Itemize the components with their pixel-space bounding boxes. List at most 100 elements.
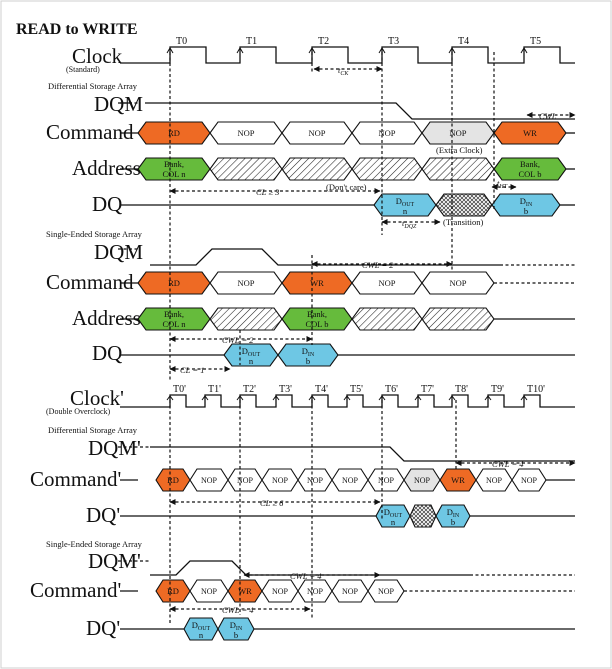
- clock2-edge-arrow-8: [448, 395, 456, 401]
- addr2-bank-b-text-0: Bank,: [307, 309, 327, 319]
- cmd2-wr-text: WR: [310, 278, 324, 288]
- dq1-transition: [435, 193, 493, 217]
- clock-tick-5: T5: [530, 36, 541, 47]
- cmd3-cell-3: NOP: [261, 468, 299, 492]
- label-clock2: Clock': [70, 386, 124, 410]
- clock2-tick-3: T3': [279, 384, 292, 395]
- clock2-tick-5: T5': [350, 384, 363, 395]
- cmd1-nop-2: NOP: [281, 121, 353, 145]
- dq1-din-text: DIN: [520, 196, 533, 208]
- cmd2-rd: RD: [137, 271, 211, 295]
- cmd3-cell-1: NOP: [189, 468, 229, 492]
- cmd2-wr: WR: [281, 271, 353, 295]
- addr2-bank-n-text-0: Bank,: [164, 309, 184, 319]
- dq3-din-index: b: [451, 517, 455, 527]
- cmd3-cell-5-text: NOP: [342, 476, 359, 485]
- extra-clock-label: (Extra Clock): [436, 145, 483, 155]
- cmd1-nop-extra: NOP: [421, 121, 495, 145]
- label-dqm-4: DQM': [88, 549, 141, 573]
- label-command-2: Command: [46, 270, 134, 294]
- clock2-edge-arrow-7: [414, 395, 422, 401]
- dq1-din-index: b: [524, 206, 528, 216]
- clock2-tick-7: T7': [421, 384, 434, 395]
- label-clock-sub: (Standard): [66, 65, 100, 74]
- label-clock: Clock: [72, 44, 123, 68]
- cmd3-cell-7: NOP: [403, 468, 441, 492]
- addr1-hatch-2: [281, 157, 353, 181]
- cmd1-nop-3-text: NOP: [378, 128, 395, 138]
- tht-label: tHT: [497, 178, 508, 190]
- cmd1-nop-1-text: NOP: [237, 128, 254, 138]
- dqm-1-waveform: [120, 102, 575, 120]
- label-address-2: Address: [72, 306, 141, 330]
- cmd4-cell-6-text: NOP: [378, 587, 395, 596]
- label-command-3: Command': [30, 467, 121, 491]
- clock-double-waveform: [120, 394, 575, 408]
- label-dqm-1: DQM: [94, 92, 143, 116]
- cmd3-cell-6-text: NOP: [378, 476, 395, 485]
- cmd2-nop-2: NOP: [351, 271, 423, 295]
- cmd1-nop-extra-text: NOP: [449, 128, 466, 138]
- dq2-din-text: DIN: [302, 346, 315, 358]
- addr1-bank-b: Bank,COL b: [493, 157, 567, 181]
- dq2-dout-text: DOUT: [242, 346, 261, 358]
- cmd1-wr-text: WR: [523, 128, 537, 138]
- cmd4-cell-5: NOP: [331, 579, 369, 603]
- cwl4-label-top: CWL = 4: [492, 459, 524, 469]
- cmd4-cell-1: NOP: [189, 579, 229, 603]
- cmd2-nop-2-text: NOP: [378, 278, 395, 288]
- cmd4-cell-2-text: WR: [238, 586, 252, 596]
- tdqz-label: tDQZ: [402, 218, 417, 230]
- cmd4-cell-2: WR: [227, 579, 263, 603]
- addr1-hatch-4: [421, 157, 495, 181]
- clock2-edge-arrow-3: [272, 395, 280, 401]
- addr2-bank-b: Bank,COL b: [281, 307, 353, 331]
- cwl2-label-bottom: CWL = 2: [222, 335, 254, 345]
- addr2-hatch-2: [351, 307, 423, 331]
- dq3-dout-index: n: [391, 517, 396, 527]
- clock-tick-1: T1: [246, 36, 257, 47]
- clock2-edge-arrow-0: [166, 395, 174, 401]
- cmd4-cell-3-text: NOP: [272, 587, 289, 596]
- label-diff-array-1: Differential Storage Array: [48, 81, 138, 91]
- clock2-edge-arrow-5: [343, 395, 351, 401]
- dqm-1-cwl-label: CWL: [539, 111, 557, 121]
- label-dqm-3: DQM': [88, 436, 141, 460]
- addr1-bank-b-text-0: Bank,: [520, 159, 540, 169]
- clock-standard-waveform: [120, 46, 575, 64]
- cmd3-cell-8: WR: [439, 468, 477, 492]
- label-dq-3: DQ': [86, 503, 120, 527]
- clock2-tick-0: T0': [173, 384, 186, 395]
- tck-label: tCK: [338, 65, 349, 77]
- clock2-tick-9: T9': [491, 384, 504, 395]
- clock-edge-arrow-2: [308, 47, 316, 54]
- cmd3-cell-6: NOP: [367, 468, 405, 492]
- cmd3-cell-2: NOP: [227, 468, 263, 492]
- cmd4-cell-4-text: NOP: [307, 587, 324, 596]
- dq1-dout-text: DOUT: [396, 196, 415, 208]
- cmd3-cell-9-text: NOP: [486, 476, 503, 485]
- label-clock2-sub: (Double Overclock): [46, 407, 111, 416]
- clock-edge-arrow-4: [448, 47, 456, 54]
- label-diff-array-2: Differential Storage Array: [48, 425, 138, 435]
- cmd1-rd: RD: [137, 121, 211, 145]
- label-dq-1: DQ: [92, 192, 122, 216]
- cmd1-nop-1: NOP: [209, 121, 283, 145]
- clock2-tick-2: T2': [243, 384, 256, 395]
- addr2-bank-n: Bank,COL n: [137, 307, 211, 331]
- cmd2-nop-1: NOP: [209, 271, 283, 295]
- label-single-array-2: Single-Ended Storage Array: [46, 539, 143, 549]
- clock-edge-arrow-5: [520, 47, 528, 54]
- clock2-edge-arrow-1: [201, 395, 209, 401]
- cmd4-cell-0: RD: [155, 579, 191, 603]
- clock2-tick-10: T10': [527, 384, 545, 395]
- cmd3-cell-1-text: NOP: [201, 476, 218, 485]
- label-dqm-2: DQM: [94, 240, 143, 264]
- cl3-label: CL ≥ 3: [256, 187, 279, 197]
- clock2-edge-arrow-6: [378, 395, 386, 401]
